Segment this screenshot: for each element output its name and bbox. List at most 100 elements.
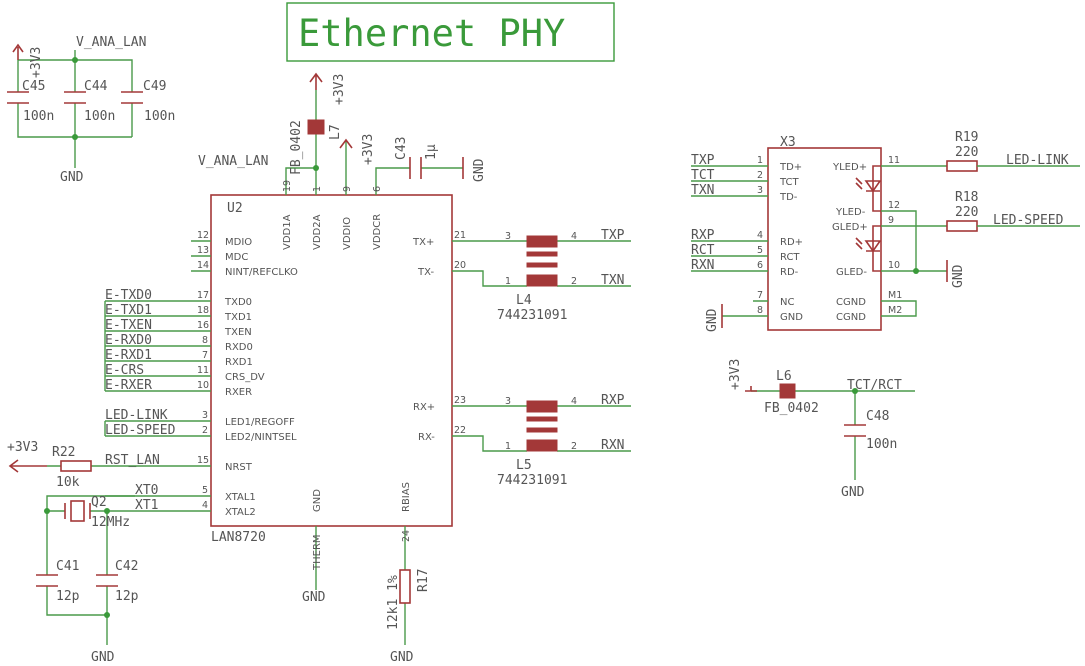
net-label: E-CRS (105, 363, 144, 378)
x3-pin-name: TD- (779, 192, 798, 203)
q2-ref: Q2 (91, 495, 107, 510)
u2-pin-num: 12 (197, 230, 209, 241)
l7-supply-label: +3V3 (332, 74, 347, 105)
net-label: E-RXD1 (105, 348, 152, 363)
l4-value: 744231091 (497, 308, 567, 323)
l5-pin-num: 3 (505, 396, 511, 407)
sheet-title: Ethernet PHY (298, 12, 565, 55)
v-ana-lan-label-u2: V_ANA_LAN (198, 154, 268, 169)
u2-pin-name: RXER (225, 387, 252, 398)
txn-label: TXN (601, 273, 624, 288)
c41-value: 12p (56, 589, 80, 604)
x3-pin-name: RD- (780, 267, 799, 278)
u2-pin-name: XTAL1 (225, 492, 256, 503)
u2-pin-num: 22 (454, 425, 466, 436)
gnd-label-crystal: GND (91, 650, 115, 665)
u2-pin-num: 6 (372, 186, 383, 192)
c43: C43 1µ GND (394, 137, 487, 182)
u2-pin-num: 2 (202, 425, 208, 436)
u2-pin-name: MDIO (225, 237, 252, 248)
x3-pin-name: GLED+ (832, 222, 868, 233)
u2-pin-num: 20 (454, 260, 466, 271)
u2-value: LAN8720 (211, 530, 266, 545)
u2-pin-name: NINT/REFCLKO (225, 267, 298, 278)
v-ana-lan-label-top: V_ANA_LAN (76, 35, 146, 50)
u2-pin-name: XTAL2 (225, 507, 256, 518)
c44-ref: C44 (84, 79, 108, 94)
u2-pin-name: RBIAS (401, 482, 412, 512)
u2-pin-num: 24 (401, 530, 412, 542)
net-label: TXN (691, 183, 714, 198)
l6-c48: +3V3 L6 FB_0402 TCT/RCT C48 100n GND (728, 359, 915, 500)
net-label: LED-SPEED (105, 423, 176, 438)
x3-pin-num: 9 (888, 215, 894, 226)
net-label: LED-LINK (105, 408, 168, 423)
u2-pin-num: 14 (197, 260, 209, 271)
x3-pin-name: TCT (779, 177, 800, 188)
r22-value: 10k (56, 475, 80, 490)
l4-pin-num: 3 (505, 231, 511, 242)
l6-value: FB_0402 (764, 401, 819, 416)
net-label: RXN (691, 258, 714, 273)
r22-ref: R22 (52, 445, 75, 460)
r17-value: 12k1 1% (386, 575, 401, 630)
u2-pin-name: TX+ (412, 237, 434, 248)
rxn-label: RXN (601, 438, 624, 453)
l6-supply-label: +3V3 (728, 359, 743, 390)
x3-pin-name: TD+ (779, 162, 802, 173)
x3-pin-num: 6 (757, 260, 763, 271)
x3-pin-num: 4 (757, 230, 763, 241)
c45-ref: C45 (22, 79, 45, 94)
vddio-supply: +3V3 (339, 134, 376, 165)
x3-pin-num: 2 (757, 170, 763, 181)
x3-pin-name: NC (780, 297, 794, 308)
c43-value: 1µ (424, 144, 439, 160)
l6-ref: L6 (776, 369, 792, 384)
net-label: E-TXEN (105, 318, 152, 333)
u2-pin-num: 23 (454, 395, 466, 406)
x3-pin-num: M2 (888, 305, 902, 316)
l5-pin-num: 4 (571, 396, 577, 407)
x3-pin-name: YLED- (835, 207, 866, 218)
u2-pin-name: NRST (225, 462, 253, 473)
gnd-label-r17: GND (390, 650, 414, 665)
u2-pin-name: VDDIO (342, 217, 353, 250)
r18-ref: R18 (955, 190, 978, 205)
crystal-q2: Q2 12MHz C41 12p C42 12p GND (36, 495, 139, 665)
u2-pin-num: 7 (202, 350, 208, 361)
x3-pin-name: YLED+ (832, 162, 867, 173)
gnd-label-decoupling: GND (60, 170, 84, 185)
u2-pin-num: 4 (202, 500, 208, 511)
x3-pin-num: 5 (757, 245, 763, 256)
c49-value: 100n (144, 109, 175, 124)
decoupling-caps: +3V3 V_ANA_LAN C45 100n C44 100n C49 100… (7, 35, 175, 185)
gnd-label-leds: GND (951, 264, 966, 288)
r17: 12k1 1% R17 GND (386, 569, 431, 665)
u2-pin-num: 21 (454, 230, 466, 241)
l4-transformer: 3 4 1 2 L4 744231091 TXP TXN (497, 228, 631, 323)
c41-ref: C41 (56, 559, 79, 574)
x3-pin-num: 1 (757, 155, 763, 166)
u2-pin-num: 18 (197, 305, 209, 316)
u2-pin-name: CRS_DV (225, 372, 265, 383)
led-speed-label: LED-SPEED (993, 213, 1064, 228)
net-label: E-RXD0 (105, 333, 152, 348)
x3-pin-num: 7 (757, 290, 763, 301)
x3-pin-name: RCT (780, 252, 800, 263)
u2-pin-name: TXD1 (224, 312, 252, 323)
x3-pin-num: 3 (757, 185, 763, 196)
l5-ref: L5 (516, 458, 532, 473)
net-label: E-TXD0 (105, 288, 152, 303)
u2-pin-num: 1 (312, 186, 323, 192)
u2-pin-num: 15 (197, 455, 209, 466)
l4-ref: L4 (516, 293, 532, 308)
c48-value: 100n (866, 437, 897, 452)
x3-pin-num: 10 (888, 260, 900, 271)
u2-pin-name: RX- (418, 432, 435, 443)
l4-pin-num: 2 (571, 276, 577, 287)
x3-pin-name: GND (780, 312, 803, 323)
x3-pin-num: 11 (888, 155, 900, 166)
r22-supply-label: +3V3 (7, 440, 38, 455)
l7-ref: L7 (328, 124, 343, 140)
u2-pin-num: 19 (282, 180, 293, 192)
